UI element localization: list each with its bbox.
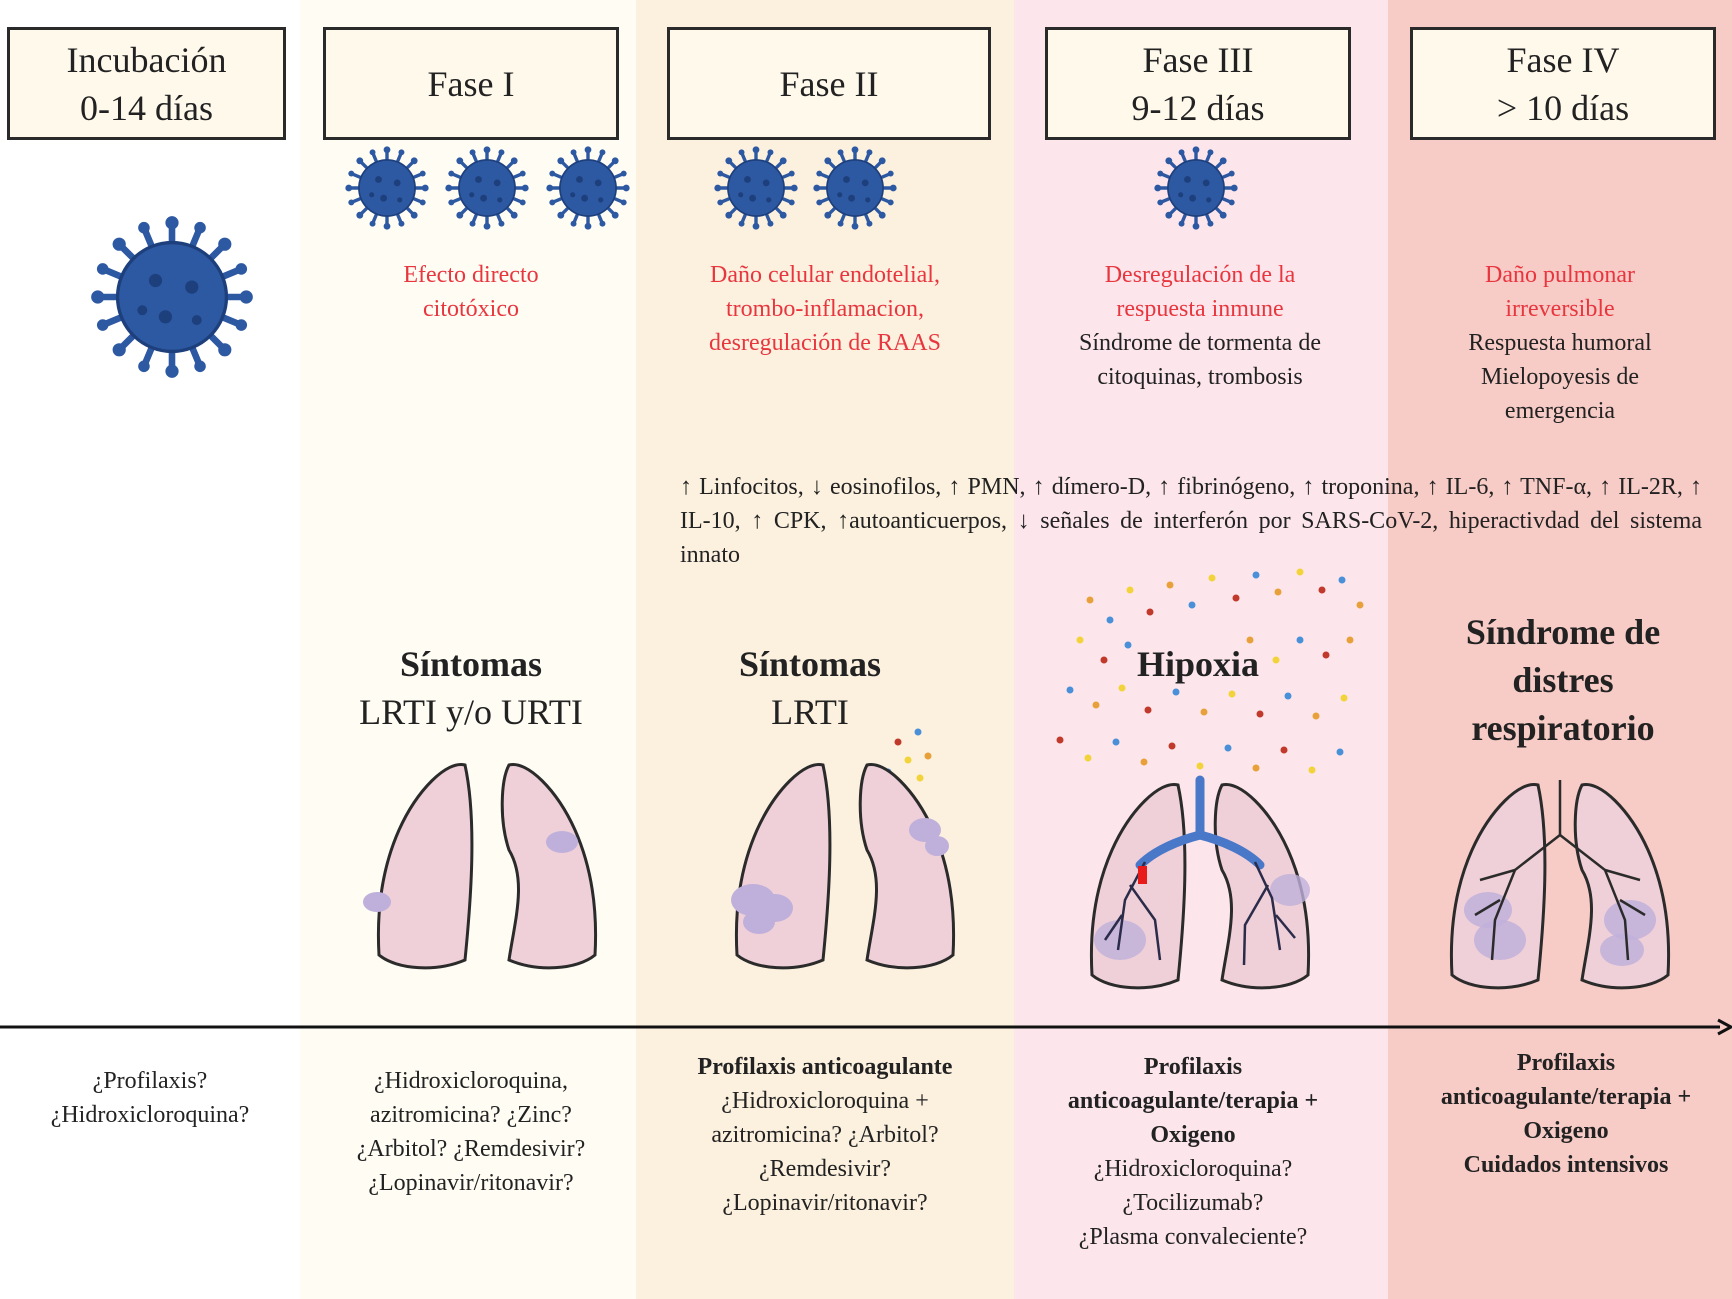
effect-phase4: Daño pulmonar irreversible Respuesta hum… <box>1400 258 1720 428</box>
header-phase4-line2: > 10 días <box>1496 87 1630 128</box>
effect-phase4-line1: Daño pulmonar <box>1485 262 1635 288</box>
lab-markers-text: ↑ Linfocitos, ↓ eosinofilos, ↑ PMN, ↑ dí… <box>680 474 1702 568</box>
effect-phase2-line1: Daño celular endotelial, <box>710 262 940 288</box>
virus-icon <box>544 144 632 232</box>
column-phase4-bg <box>1388 0 1732 1299</box>
treatment-phase1: ¿Hidroxicloroquina, azitromicina? ¿Zinc?… <box>318 1064 624 1200</box>
lungs-icon <box>363 762 598 970</box>
treatment-line: ¿Hidroxicloroquina + <box>721 1088 929 1114</box>
treatment-line-bold: anticoagulante/terapia + <box>1440 1084 1692 1110</box>
treatment-line: ¿Tocilizumab? <box>1122 1190 1264 1216</box>
column-phase3-bg <box>1014 0 1388 1299</box>
treatment-incubation: ¿Profilaxis? ¿Hidroxicloroquina? <box>0 1064 300 1132</box>
effect-phase4-line5: emergencia <box>1504 398 1616 424</box>
header-phase4: Fase IV > 10 días <box>1410 27 1716 140</box>
header-phase2-line1: Fase II <box>779 63 879 104</box>
virus-icon <box>811 144 899 232</box>
header-phase3: Fase III 9-12 días <box>1045 27 1351 140</box>
header-phase1: Fase I <box>323 27 619 140</box>
effect-phase1-line2: citotóxico <box>423 296 519 322</box>
symptoms-phase4-line2: distres <box>1512 660 1614 700</box>
treatment-line: ¿Hidroxicloroquina? <box>50 1102 250 1128</box>
symptoms-phase3: Hipoxia <box>1045 640 1351 688</box>
treatment-line: azitromicina? ¿Zinc? <box>370 1102 572 1128</box>
lungs-icon <box>731 762 956 970</box>
effect-phase1: Efecto directo citotóxico <box>323 258 619 326</box>
symptoms-phase4: Síndrome de distres respiratorio <box>1410 608 1716 752</box>
symptoms-phase2-title: Síntomas <box>738 644 882 684</box>
treatment-line-bold: Oxigeno <box>1523 1118 1609 1144</box>
treatment-phase3: Profilaxis anticoagulante/terapia + Oxig… <box>1020 1050 1366 1254</box>
effect-phase3-line4: citoquinas, trombosis <box>1097 364 1303 390</box>
treatment-line-bold: Profilaxis anticoagulante <box>697 1054 953 1080</box>
effect-phase4-line3: Respuesta humoral <box>1468 330 1652 356</box>
treatment-line-bold: Oxigeno <box>1150 1122 1236 1148</box>
symptoms-phase1-subtitle: LRTI y/o URTI <box>359 692 583 732</box>
treatment-line: ¿Lopinavir/ritonavir? <box>368 1170 574 1196</box>
effect-phase4-line4: Mielopoyesis de <box>1481 364 1639 390</box>
effect-phase3-line1: Desregulación de la <box>1104 262 1296 288</box>
header-phase4-line1: Fase IV <box>1506 39 1620 80</box>
treatment-line: ¿Arbitol? ¿Remdesivir? <box>356 1136 586 1162</box>
effect-phase3-line3: Síndrome de tormenta de <box>1079 330 1321 356</box>
effect-phase3-line2: respuesta inmune <box>1116 296 1284 322</box>
header-incubation: Incubación 0-14 días <box>7 27 286 140</box>
virus-icon <box>91 216 253 378</box>
effect-phase3: Desregulación de la respuesta inmune Sín… <box>1030 258 1370 394</box>
symptoms-phase2: Síntomas LRTI <box>660 640 960 736</box>
effect-phase4-line2: irreversible <box>1505 296 1615 322</box>
virus-icon <box>1152 144 1240 232</box>
treatment-line-bold: Profilaxis <box>1516 1050 1616 1076</box>
treatment-line: azitromicina? ¿Arbitol? <box>711 1122 939 1148</box>
effect-phase1-line1: Efecto directo <box>403 262 539 288</box>
treatment-phase2: Profilaxis anticoagulante ¿Hidroxicloroq… <box>648 1050 1002 1220</box>
treatment-line-bold: Profilaxis <box>1143 1054 1243 1080</box>
virus-icon <box>712 144 800 232</box>
symptoms-phase2-subtitle: LRTI <box>771 692 849 732</box>
symptoms-phase1-title: Síntomas <box>399 644 543 684</box>
treatment-phase4: Profilaxis anticoagulante/terapia + Oxig… <box>1400 1046 1732 1182</box>
cytokine-particles <box>1056 568 1364 774</box>
header-incubation-line1: Incubación <box>66 39 227 80</box>
treatment-line-bold: anticoagulante/terapia + <box>1067 1088 1319 1114</box>
treatment-line-bold: Cuidados intensivos <box>1463 1152 1669 1178</box>
symptoms-phase4-line1: Síndrome de <box>1465 612 1661 652</box>
symptoms-phase3-title: Hipoxia <box>1136 644 1260 684</box>
treatment-line: ¿Remdesivir? <box>759 1156 891 1182</box>
treatment-line: ¿Lopinavir/ritonavir? <box>722 1190 928 1216</box>
column-phase1-bg <box>300 0 636 1299</box>
effect-phase2-line3: desregulación de RAAS <box>709 330 941 356</box>
treatment-line: ¿Hidroxicloroquina, <box>374 1068 568 1094</box>
effect-phase2-line2: trombo-inflamacion, <box>726 296 924 322</box>
effect-phase2: Daño celular endotelial, trombo-inflamac… <box>660 258 990 360</box>
header-phase1-line1: Fase I <box>427 63 515 104</box>
treatment-line: ¿Hidroxicloroquina? <box>1093 1156 1293 1182</box>
header-phase3-line2: 9-12 días <box>1131 87 1265 128</box>
header-incubation-line2: 0-14 días <box>80 87 213 128</box>
timeline-arrow <box>0 1018 1732 1036</box>
symptoms-phase1: Síntomas LRTI y/o URTI <box>323 640 619 736</box>
virus-icon <box>343 144 431 232</box>
symptoms-phase4-line3: respiratorio <box>1471 708 1655 748</box>
header-phase3-line1: Fase III <box>1142 39 1254 80</box>
header-phase2: Fase II <box>667 27 991 140</box>
lungs-icon <box>1449 780 1671 990</box>
column-incubation-bg <box>0 0 300 1299</box>
virus-icon <box>443 144 531 232</box>
lungs-icon <box>1089 775 1311 990</box>
treatment-line: ¿Plasma convaleciente? <box>1078 1224 1308 1250</box>
treatment-line: ¿Profilaxis? <box>92 1068 208 1094</box>
